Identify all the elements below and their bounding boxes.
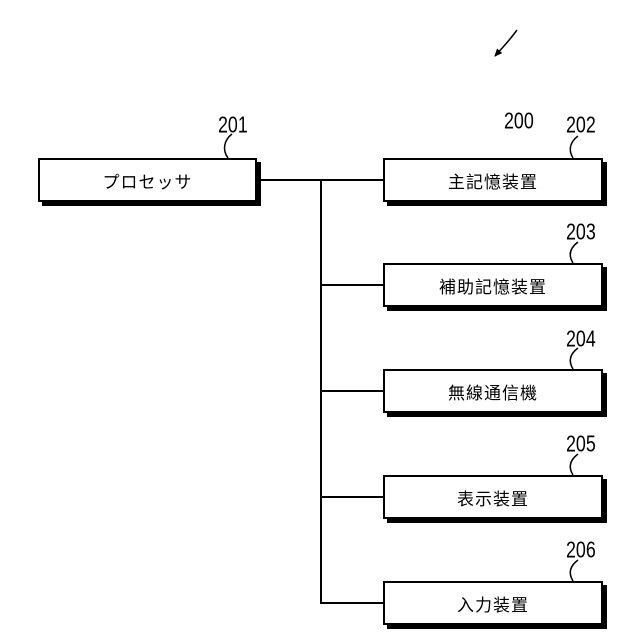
ref-arrow-200 bbox=[494, 29, 518, 57]
leader-line-205 bbox=[569, 453, 579, 476]
leader-line-204 bbox=[569, 347, 579, 370]
leader-line-203 bbox=[569, 241, 579, 264]
ref-label-203: 203 bbox=[566, 219, 596, 246]
block-wireless-communicator-label: 無線通信機 bbox=[448, 383, 538, 403]
ref-label-204: 204 bbox=[566, 326, 596, 353]
block-auxiliary-storage-label: 補助記憶装置 bbox=[439, 277, 547, 297]
ref-label-205: 205 bbox=[566, 431, 596, 458]
ref-label-201: 201 bbox=[218, 112, 248, 139]
block-input-device: 入力装置 bbox=[383, 581, 603, 625]
ref-label-202: 202 bbox=[566, 112, 596, 139]
leader-line-206 bbox=[569, 559, 579, 582]
leader-line-202 bbox=[569, 135, 579, 159]
block-main-memory: 主記憶装置 bbox=[383, 158, 603, 202]
ref-label-200: 200 bbox=[504, 108, 534, 135]
block-display-device-label: 表示装置 bbox=[457, 489, 529, 509]
block-processor: プロセッサ bbox=[38, 158, 257, 202]
ref-label-206: 206 bbox=[566, 537, 596, 564]
leader-line-201 bbox=[223, 133, 233, 159]
block-processor-label: プロセッサ bbox=[102, 172, 193, 192]
block-input-device-label: 入力装置 bbox=[457, 595, 529, 615]
block-auxiliary-storage: 補助記憶装置 bbox=[383, 263, 603, 307]
block-display-device: 表示装置 bbox=[383, 475, 603, 519]
block-wireless-communicator: 無線通信機 bbox=[383, 369, 603, 413]
block-main-memory-label: 主記憶装置 bbox=[448, 172, 538, 192]
